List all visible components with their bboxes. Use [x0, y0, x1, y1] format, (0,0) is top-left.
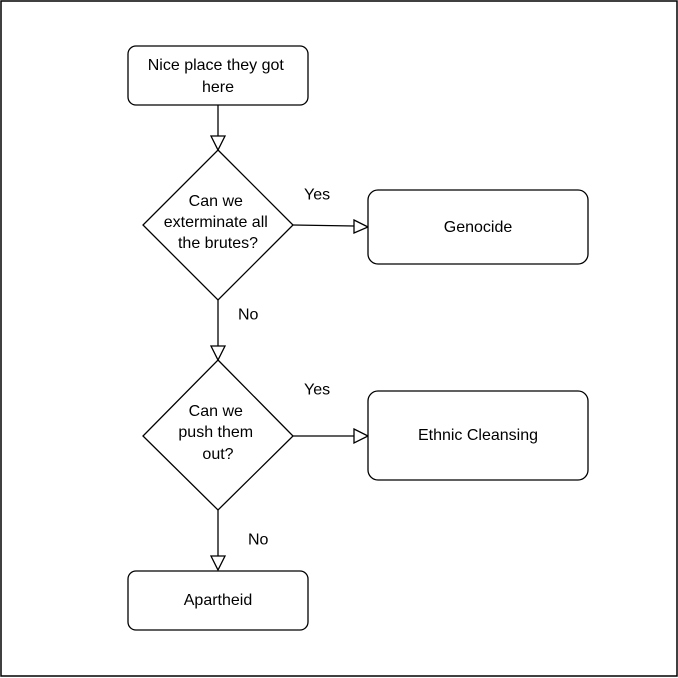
arrowhead-q2-no — [209, 555, 227, 572]
decision-exterminate-label: Can we exterminate all the brutes? — [164, 193, 273, 252]
start-node — [127, 45, 309, 106]
arrowhead-q1-yes — [353, 218, 370, 234]
arrowhead-q1-no — [209, 345, 227, 362]
edge-label-q2-no: No — [248, 532, 269, 549]
genocide-node — [367, 189, 589, 265]
decision-exterminate — [142, 149, 294, 301]
apartheid-node-label: Apartheid — [184, 592, 253, 609]
connector-q1-yes — [292, 224, 355, 227]
edge-label-q1-no: No — [238, 307, 259, 324]
decision-push-out-label: Can we push them out? — [178, 403, 257, 463]
arrowhead-start-to-q1 — [209, 135, 227, 152]
ethnic-cleansing-node — [367, 390, 589, 481]
ethnic-cleansing-node-label: Ethnic Cleansing — [418, 427, 538, 444]
start-node-label: Nice place they got here — [148, 57, 289, 96]
apartheid-node — [127, 570, 309, 631]
decision-push-out — [142, 359, 294, 511]
genocide-node-label: Genocide — [444, 219, 513, 236]
edge-label-q1-yes: Yes — [304, 187, 330, 204]
edge-label-q2-yes: Yes — [304, 382, 330, 399]
arrowhead-q2-yes — [353, 427, 370, 445]
